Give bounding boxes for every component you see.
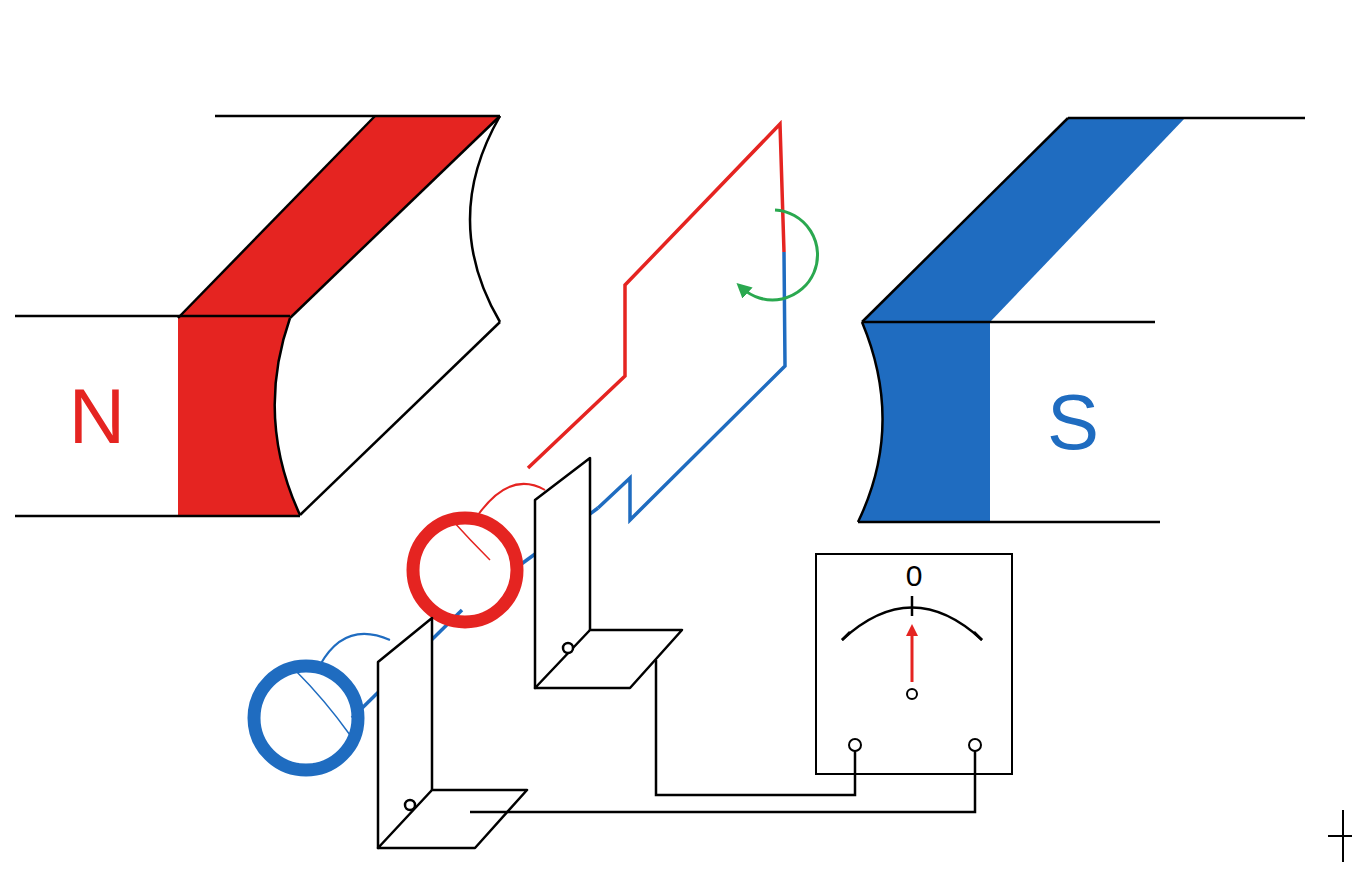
slip-ring: [413, 484, 545, 622]
north-magnet: [15, 116, 500, 516]
slip-ring: [254, 634, 390, 770]
pole-letter: S: [1047, 383, 1099, 461]
wire: [470, 660, 975, 812]
brush: [535, 458, 682, 688]
scale-zero: 0: [906, 561, 923, 591]
registration-mark: [1328, 810, 1352, 862]
meter-needle: [911, 630, 914, 682]
meter-terminal: [849, 739, 861, 751]
south-magnet: [858, 118, 1305, 522]
meter-terminal: [969, 739, 981, 751]
pole-letter: N: [69, 377, 125, 455]
brush: [378, 618, 527, 848]
rotation-arrow: [742, 210, 818, 300]
magnet-pole-label: S: [993, 326, 1153, 518]
meter-pivot: [907, 689, 917, 699]
meter-box: 0: [815, 553, 1013, 775]
magnet-pole-label: N: [18, 320, 176, 512]
